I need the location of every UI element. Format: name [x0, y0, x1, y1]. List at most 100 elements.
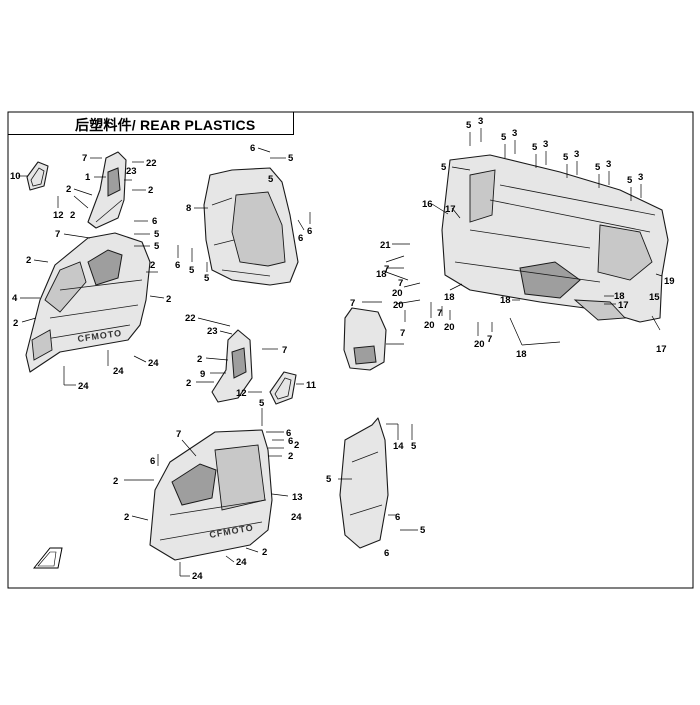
callout-label: 24 — [78, 381, 89, 392]
callout-label: 5 — [259, 398, 265, 409]
part-rear-cover — [343, 307, 387, 371]
callout-label: 18 — [500, 295, 511, 306]
callout-label: 5 — [532, 142, 538, 153]
callout-label: 7 — [82, 153, 87, 164]
callout-label: 5 — [466, 120, 472, 131]
callout-label: 2 — [26, 255, 31, 266]
callout-label: 6 — [384, 548, 389, 559]
callout-label: 12 — [236, 388, 247, 399]
callout-label: 18 — [444, 292, 455, 303]
callout-label: 24 — [192, 571, 203, 582]
part-lower-middle-cover — [339, 417, 389, 549]
callout-label: 19 — [664, 276, 675, 287]
callout-label: 8 — [186, 203, 191, 214]
callout-label: 20 — [424, 320, 435, 331]
callout-label: 2 — [288, 451, 293, 462]
callout-label: 6 — [395, 512, 400, 523]
callout-label: 2 — [66, 184, 71, 195]
callout-label: 2 — [197, 354, 202, 365]
callout-label: 5 — [268, 174, 274, 185]
callout-label: 2 — [113, 476, 118, 487]
callout-label: 24 — [236, 557, 247, 568]
callout-label: 3 — [574, 149, 579, 160]
callout-label: 6 — [150, 456, 155, 467]
callout-label: 12 — [53, 210, 64, 221]
callout-label: 20 — [393, 300, 404, 311]
callout-label: 21 — [380, 240, 391, 251]
part-gasket-10 — [26, 161, 49, 191]
title-box — [8, 112, 294, 135]
callout-label: 5 — [441, 162, 447, 173]
callout-label: 24 — [291, 512, 302, 523]
callout-label: 7 — [55, 229, 60, 240]
callout-label: 3 — [512, 128, 517, 139]
callout-label: 7 — [282, 345, 287, 356]
callout-label: 2 — [262, 547, 267, 558]
page-title: 后塑料件/ REAR PLASTICS — [75, 117, 256, 133]
callout-group-rear-bed: 5 3 5 3 5 3 5 3 5 3 5 3 5 — [350, 116, 675, 360]
callout-label: 18 — [376, 269, 387, 280]
callout-label: 1 — [85, 172, 91, 183]
callout-label: 17 — [656, 344, 667, 355]
callout-label: 6 — [152, 216, 157, 227]
callout-label: 23 — [126, 166, 137, 177]
callout-label: 7 — [350, 298, 355, 309]
callout-label: 24 — [113, 366, 124, 377]
callout-label: 2 — [13, 318, 18, 329]
callout-label: 3 — [543, 139, 548, 150]
front-direction-arrow-icon — [32, 547, 63, 569]
callout-label: 2 — [294, 440, 299, 451]
callout-label: 5 — [595, 162, 601, 173]
callout-group-lower-panel: 7 6 5 6 2 2 6 2 13 2 2 24 — [113, 398, 303, 582]
callout-label: 17 — [445, 204, 456, 215]
callout-label: 6 — [288, 436, 293, 447]
callout-label: 22 — [146, 158, 157, 169]
callout-label: 7 — [400, 328, 405, 339]
callout-label: 17 — [618, 300, 629, 311]
callout-label: 2 — [166, 294, 171, 305]
callout-label: 15 — [649, 292, 660, 303]
callout-label: 5 — [154, 229, 160, 240]
callout-label: 2 — [124, 512, 129, 523]
callout-group-lower-middle: 5 14 5 6 5 6 — [326, 423, 426, 559]
callout-label: 5 — [288, 153, 294, 164]
callout-label: 6 — [307, 226, 312, 237]
callout-label: 5 — [501, 132, 507, 143]
callout-label: 6 — [250, 143, 255, 154]
callout-label: 6 — [298, 233, 303, 244]
callout-label: 18 — [516, 349, 527, 360]
callout-label: 5 — [189, 265, 195, 276]
callout-label: 5 — [420, 525, 426, 536]
callout-label: 13 — [292, 492, 303, 503]
callout-label: 16 — [422, 199, 433, 210]
callout-label: 7 — [384, 264, 389, 275]
callout-label: 20 — [474, 339, 485, 350]
callout-label: 10 — [10, 171, 21, 182]
callout-label: 6 — [286, 428, 291, 439]
callout-label: 24 — [148, 358, 159, 369]
callout-label: 2 — [150, 260, 155, 271]
callout-group-left: 10 7 22 1 23 2 2 12 2 6 5 7 5 — [10, 153, 171, 392]
callout-label: 5 — [204, 273, 210, 284]
callout-group-middle-bracket: 22 23 7 2 9 2 12 11 — [185, 313, 317, 399]
callout-label: 4 — [12, 293, 18, 304]
callout-label: 23 — [207, 326, 218, 337]
callout-label: 2 — [70, 210, 75, 221]
callout-label: 6 — [175, 260, 180, 271]
callout-label: 22 — [185, 313, 196, 324]
callout-label: 7 — [398, 278, 403, 289]
callout-label: 2 — [186, 378, 191, 389]
callout-label: 5 — [627, 175, 633, 186]
callout-label: 2 — [148, 185, 153, 196]
callout-label: 18 — [614, 291, 625, 302]
callout-label: 7 — [437, 308, 442, 319]
part-upper-left-bracket — [87, 151, 127, 229]
callout-label: 5 — [154, 241, 160, 252]
callout-label: 3 — [478, 116, 483, 127]
callout-label: 7 — [487, 334, 492, 345]
callout-label: 3 — [638, 172, 643, 183]
callout-label: 5 — [563, 152, 569, 163]
callout-label: 7 — [176, 429, 181, 440]
part-middle-bracket — [211, 329, 253, 403]
